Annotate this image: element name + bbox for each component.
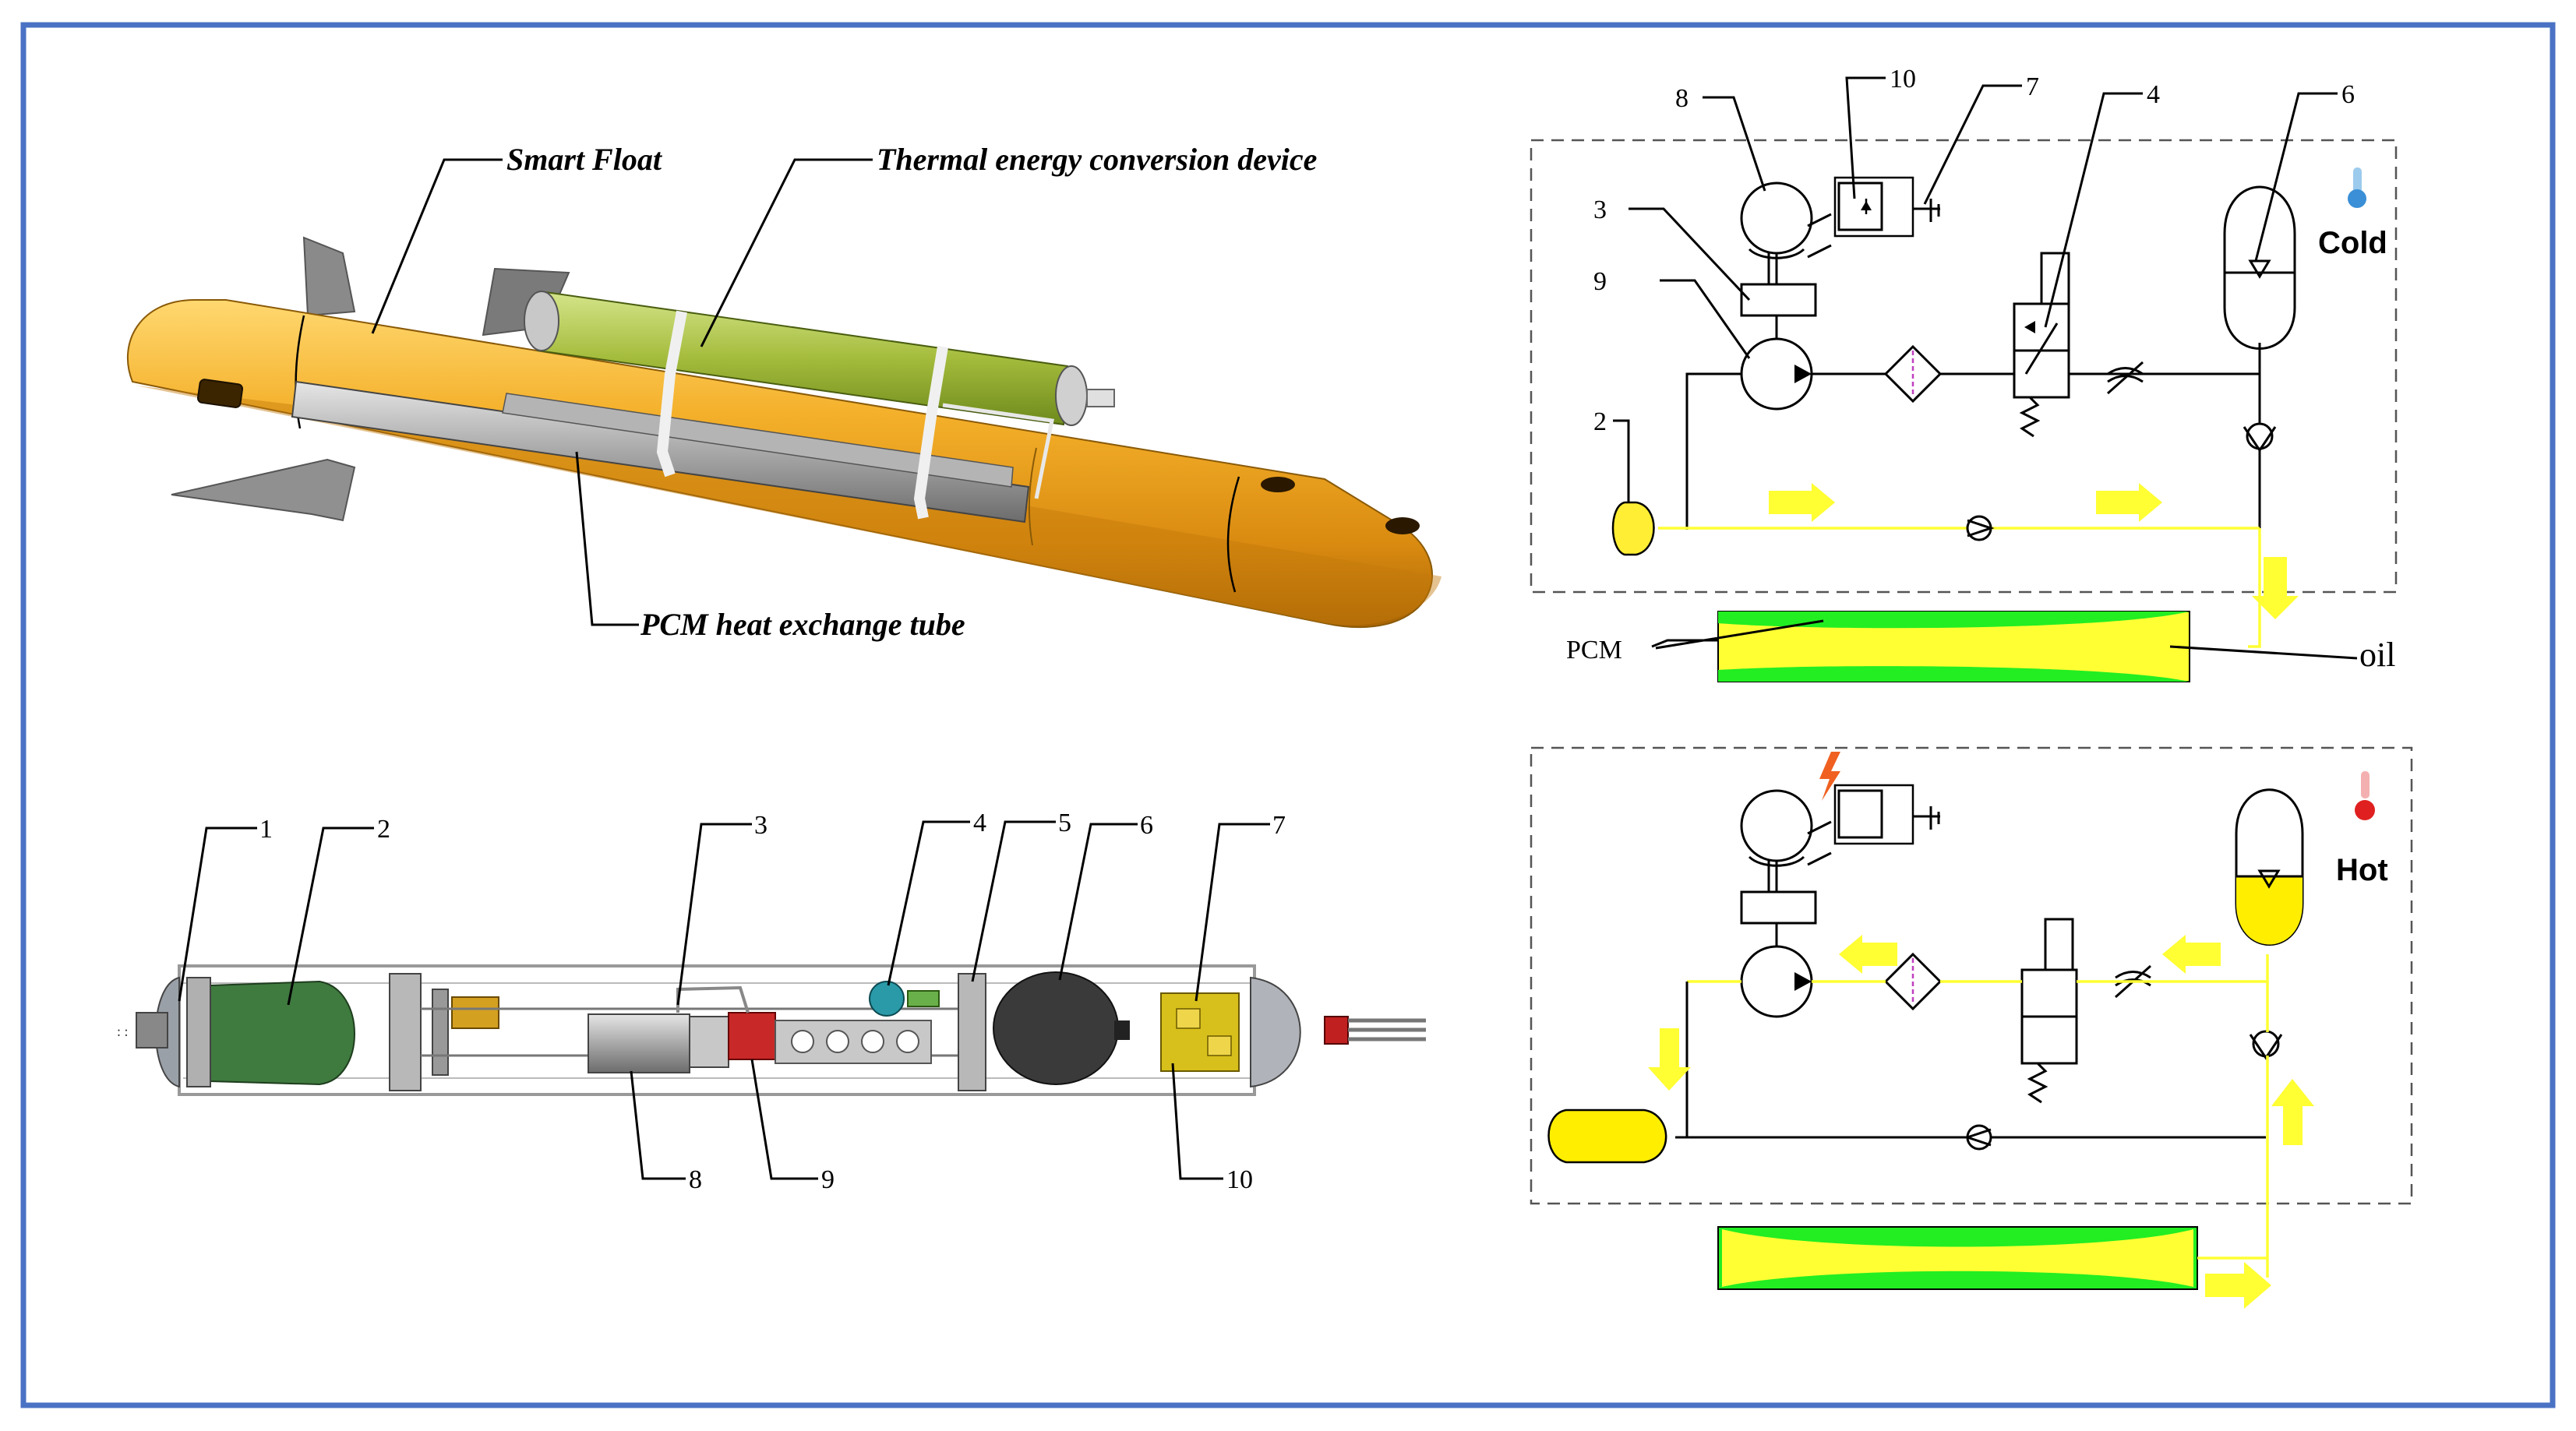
end-cap-right	[1250, 976, 1301, 1088]
cold-thermometer-icon	[2348, 189, 2366, 208]
cold-callout-9: 9	[1593, 267, 1607, 296]
coupling	[689, 1016, 729, 1068]
figure-frame	[20, 22, 2556, 1408]
cold-accumulator	[2223, 185, 2296, 350]
middle-bulkhead	[958, 973, 986, 1091]
hot-flow-arrow-1	[1839, 935, 1897, 974]
label-pcm-tube: PCM heat exchange tube	[640, 607, 965, 642]
smart-float-illustration	[126, 236, 1442, 628]
cold-callout-4: 4	[2147, 80, 2160, 109]
cold-dashed-boundary	[1530, 139, 2398, 594]
callout-7: 7	[1272, 811, 1286, 840]
callout-1: 1	[259, 815, 273, 844]
hot-motor	[1740, 789, 1813, 862]
label-pcm: PCM	[1566, 636, 1622, 664]
callout-6: 6	[1140, 811, 1153, 840]
tail-fin-bottom	[171, 458, 356, 522]
cold-inverter	[1837, 182, 1883, 231]
strap-2	[913, 345, 948, 520]
internal-assembly: : :	[117, 964, 1426, 1096]
hot-thermometer-icon	[2355, 800, 2375, 820]
tail-fin-top	[302, 236, 356, 317]
cold-pcm-green-top	[1718, 612, 2190, 629]
solenoid-valve	[869, 981, 905, 1017]
cold-bladder	[1611, 501, 1655, 556]
strap-1	[656, 310, 687, 478]
smart-float-labels: Smart Float Thermal energy conversion de…	[371, 142, 1317, 642]
thermal-device-right-cap	[1055, 365, 1088, 426]
label-cold: Cold	[2318, 226, 2387, 260]
pump	[728, 1012, 776, 1060]
pcm-inner-tube	[502, 393, 1014, 488]
controller-board	[1160, 992, 1240, 1072]
cold-schematic: PCM oil Cold 8 10 7 4 6 3 9 2	[1530, 65, 2398, 682]
hull-port-front	[1261, 477, 1295, 492]
cold-motor	[1740, 182, 1813, 255]
hot-flow-arrow-down	[1648, 1028, 1691, 1091]
hot-flow-arrow-right	[2205, 1262, 2271, 1309]
cold-callout-7: 7	[2026, 72, 2039, 101]
cold-flow-arrow-2	[2096, 483, 2162, 522]
cold-flow-arrow-1	[1769, 483, 1835, 522]
cold-callout-10: 10	[1890, 65, 1916, 93]
hot-schematic: Hot	[1530, 746, 2413, 1309]
cold-callout-2: 2	[1593, 407, 1607, 436]
motor	[588, 1013, 690, 1073]
thermal-device-left-cap	[524, 291, 559, 351]
cold-callout-3: 3	[1593, 196, 1607, 224]
component-callouts: 1 2 3 4 5 6 7 8 9 10	[178, 809, 1286, 1194]
callout-9: 9	[821, 1165, 835, 1194]
hot-flow-arrow-up	[2271, 1079, 2314, 1145]
hot-flow-arrow-2	[2162, 935, 2221, 974]
callout-3: 3	[754, 811, 768, 840]
callout-10: 10	[1226, 1165, 1253, 1194]
cold-callout-6: 6	[2341, 80, 2355, 109]
label-hot: Hot	[2336, 853, 2388, 887]
hot-bladder	[1547, 1108, 1667, 1164]
leader-smart-float	[371, 158, 503, 334]
label-smart-float: Smart Float	[506, 142, 663, 177]
cold-flow-arrow-down	[2252, 557, 2299, 619]
callout-8: 8	[689, 1165, 702, 1194]
hull-seam-front	[1226, 476, 1240, 593]
float-hull-shadow	[136, 386, 1442, 626]
cold-coupling	[1740, 283, 1817, 317]
leader-thermal-device	[700, 158, 873, 347]
svg-text:: :: : :	[117, 1024, 129, 1039]
label-oil: oil	[2359, 636, 2395, 674]
hull-window	[196, 379, 244, 408]
lightning-icon	[1819, 752, 1840, 801]
accumulator	[993, 971, 1119, 1085]
hot-pcm-yellow-core	[1722, 1229, 2193, 1287]
label-thermal-device: Thermal energy conversion device	[877, 142, 1317, 177]
cold-pcm-green-bottom	[1718, 666, 2190, 682]
callout-5: 5	[1058, 809, 1071, 837]
leader-pcm-tube	[575, 451, 639, 626]
callout-4: 4	[973, 809, 986, 837]
cold-callout-8: 8	[1675, 84, 1689, 113]
hull-port-nose	[1385, 517, 1420, 534]
thermal-device-nozzle	[1086, 389, 1115, 407]
hull-seam-mid	[1028, 447, 1037, 546]
oil-bladder	[210, 980, 355, 1086]
strap-bracket	[942, 403, 1054, 499]
callout-2: 2	[377, 815, 390, 844]
hot-coupling	[1740, 890, 1817, 925]
